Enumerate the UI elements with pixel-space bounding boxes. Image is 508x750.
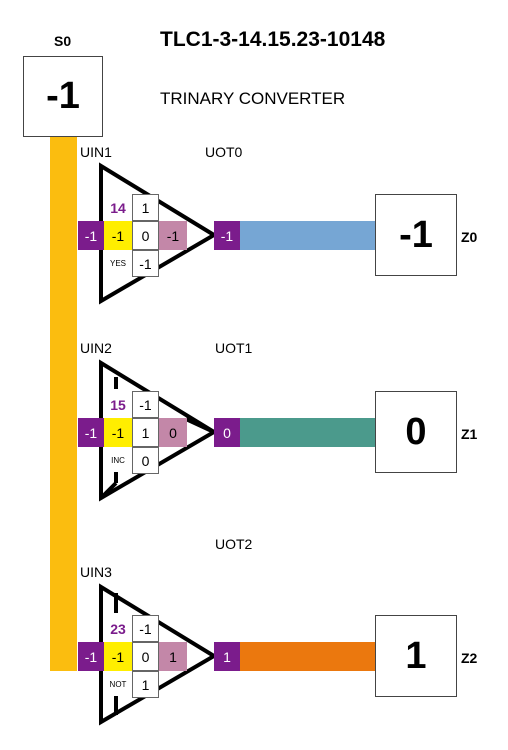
gate-yellow-cell: -1 xyxy=(104,418,132,447)
output-wire xyxy=(240,642,376,671)
gate-type-tag: YES xyxy=(109,259,126,268)
gate-middle-cell: 0 xyxy=(132,221,159,250)
gate-output-cell: -1 xyxy=(214,221,240,250)
gate-output-label: UOT1 xyxy=(215,340,253,356)
gate-pink-cell: -1 xyxy=(159,221,187,250)
output-box: -1 xyxy=(375,194,457,276)
gate-yellow-cell: -1 xyxy=(104,642,132,671)
gate-yellow-cell: -1 xyxy=(104,221,132,250)
gate-middle-cell: 1 xyxy=(132,418,159,447)
gate-bottom-cell: 0 xyxy=(132,447,159,474)
gate-code: 15 xyxy=(110,396,126,413)
output-wire xyxy=(240,418,376,447)
gate-type-tag: INC xyxy=(111,456,125,465)
gate-type-tag: NOT xyxy=(109,680,127,689)
output-z-label: Z0 xyxy=(461,229,478,245)
gate-input-label: UIN2 xyxy=(80,340,112,356)
gate-bottom-cell: -1 xyxy=(132,250,159,277)
gate-code: 14 xyxy=(110,199,126,216)
output-z-label: Z1 xyxy=(461,426,478,442)
output-wire xyxy=(240,221,376,250)
gate-output-cell: 1 xyxy=(214,642,240,671)
input-bus xyxy=(50,136,77,671)
source-label: S0 xyxy=(54,33,72,49)
gate-input-cell: -1 xyxy=(78,642,104,671)
gate-middle-cell: 0 xyxy=(132,642,159,671)
diagram-subtitle: TRINARY CONVERTER xyxy=(160,89,346,108)
output-z-label: Z2 xyxy=(461,650,478,666)
diagram-title: TLC1-3-14.15.23-10148 xyxy=(160,28,386,51)
gate-output-cell: 0 xyxy=(214,418,240,447)
gate-output-label: UOT2 xyxy=(215,536,253,552)
output-box: 0 xyxy=(375,391,457,473)
gate-input-label: UIN1 xyxy=(80,144,112,160)
gate-bottom-cell: 1 xyxy=(132,671,159,698)
gate-input-label: UIN3 xyxy=(80,564,112,580)
gate-pink-cell: 1 xyxy=(159,642,187,671)
gate-code: 23 xyxy=(110,620,126,637)
source-value-box: -1 xyxy=(23,56,103,137)
gate-top-cell: -1 xyxy=(132,391,159,418)
gate-top-cell: -1 xyxy=(132,615,159,642)
gate-input-cell: -1 xyxy=(78,418,104,447)
gate-top-cell: 1 xyxy=(132,194,159,221)
output-box: 1 xyxy=(375,615,457,697)
gate-input-cell: -1 xyxy=(78,221,104,250)
gate-output-label: UOT0 xyxy=(205,144,243,160)
gate-pink-cell: 0 xyxy=(159,418,187,447)
